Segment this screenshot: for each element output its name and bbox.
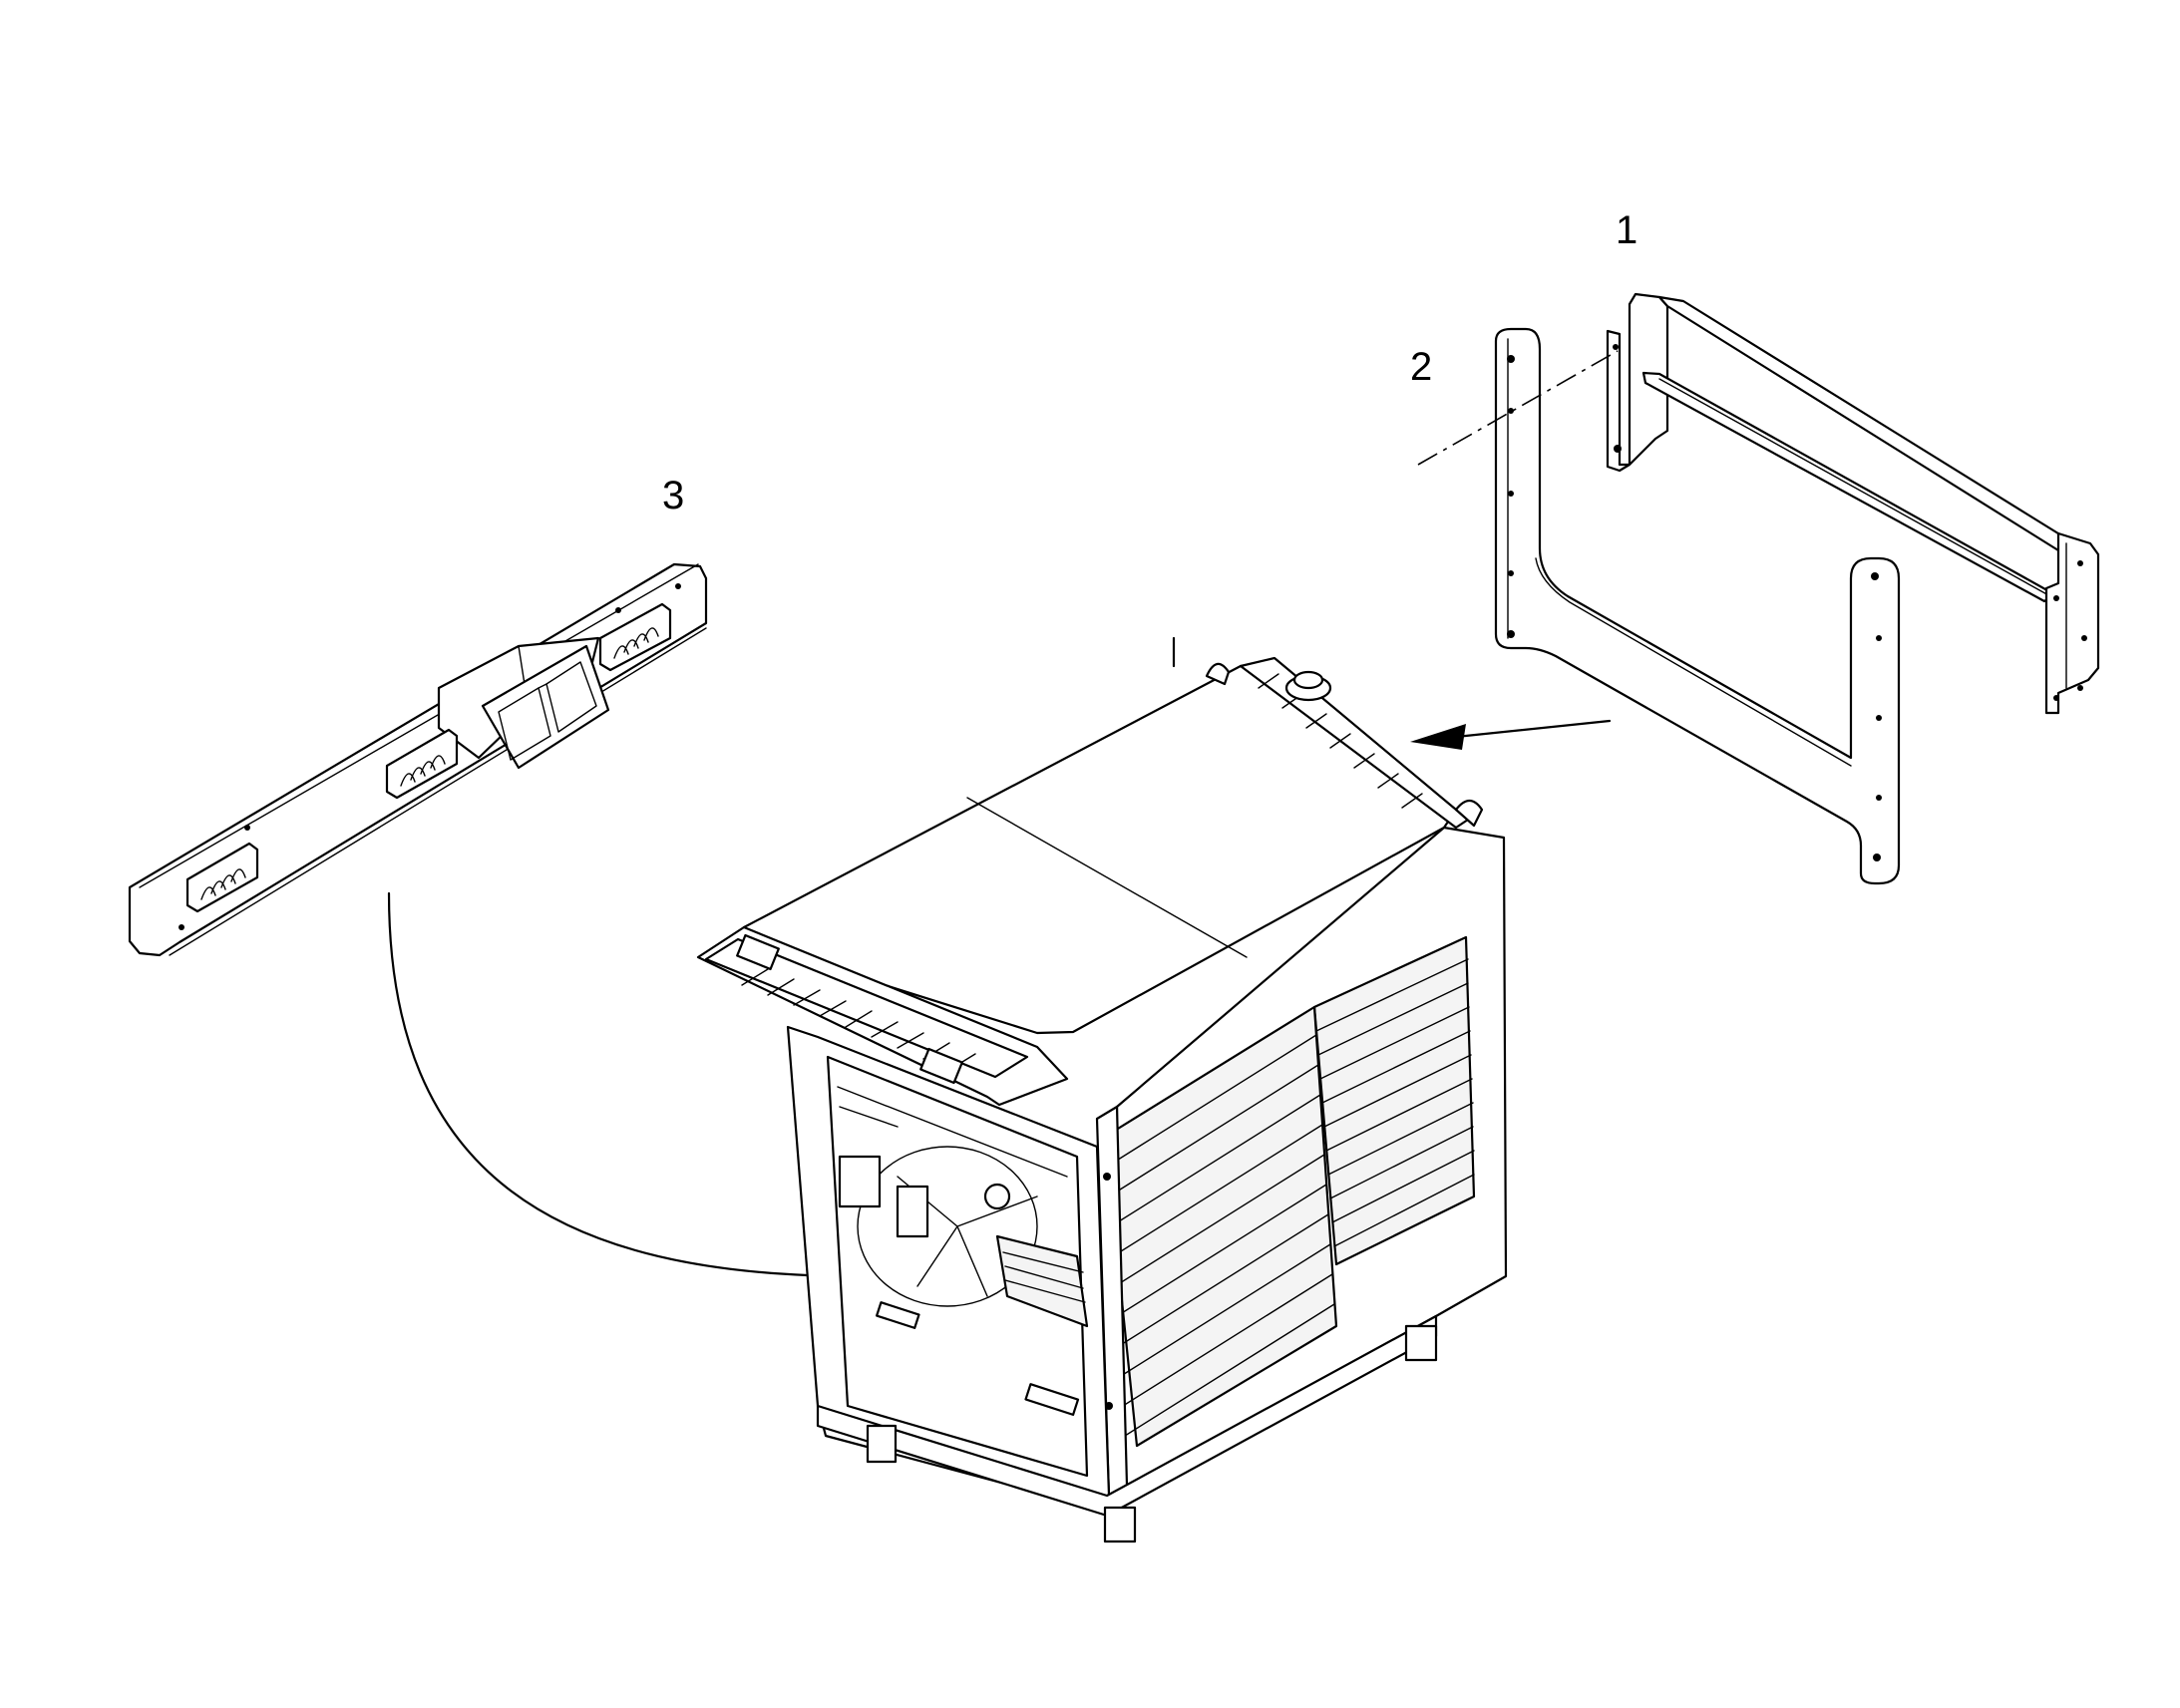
assembly-arrow — [1410, 719, 1612, 750]
part-1-bracket — [1606, 292, 2100, 715]
callout-1: 1 — [1616, 208, 1637, 252]
skid-foot — [1103, 1506, 1137, 1543]
louvre-panel-right — [1312, 935, 1476, 1266]
louvre-slats-left — [1106, 1034, 1335, 1437]
lamp-middle — [385, 728, 459, 800]
skid-foot — [866, 1424, 898, 1464]
installation-leader-line — [387, 891, 999, 1278]
callout-2: 2 — [1410, 345, 1432, 389]
louvre-slats-right — [1315, 958, 1475, 1247]
louvre-panel-left — [1103, 1005, 1338, 1448]
callout-3: 3 — [662, 474, 684, 517]
part-2-frame-plate — [1417, 327, 1901, 885]
lamp-left — [185, 842, 259, 913]
cooling-unit-assembly — [696, 636, 1508, 1543]
fan — [838, 1146, 1038, 1307]
part-3-lamp-bar — [128, 562, 999, 1278]
lamp-right — [598, 602, 672, 672]
skid-foot — [1404, 1324, 1438, 1362]
